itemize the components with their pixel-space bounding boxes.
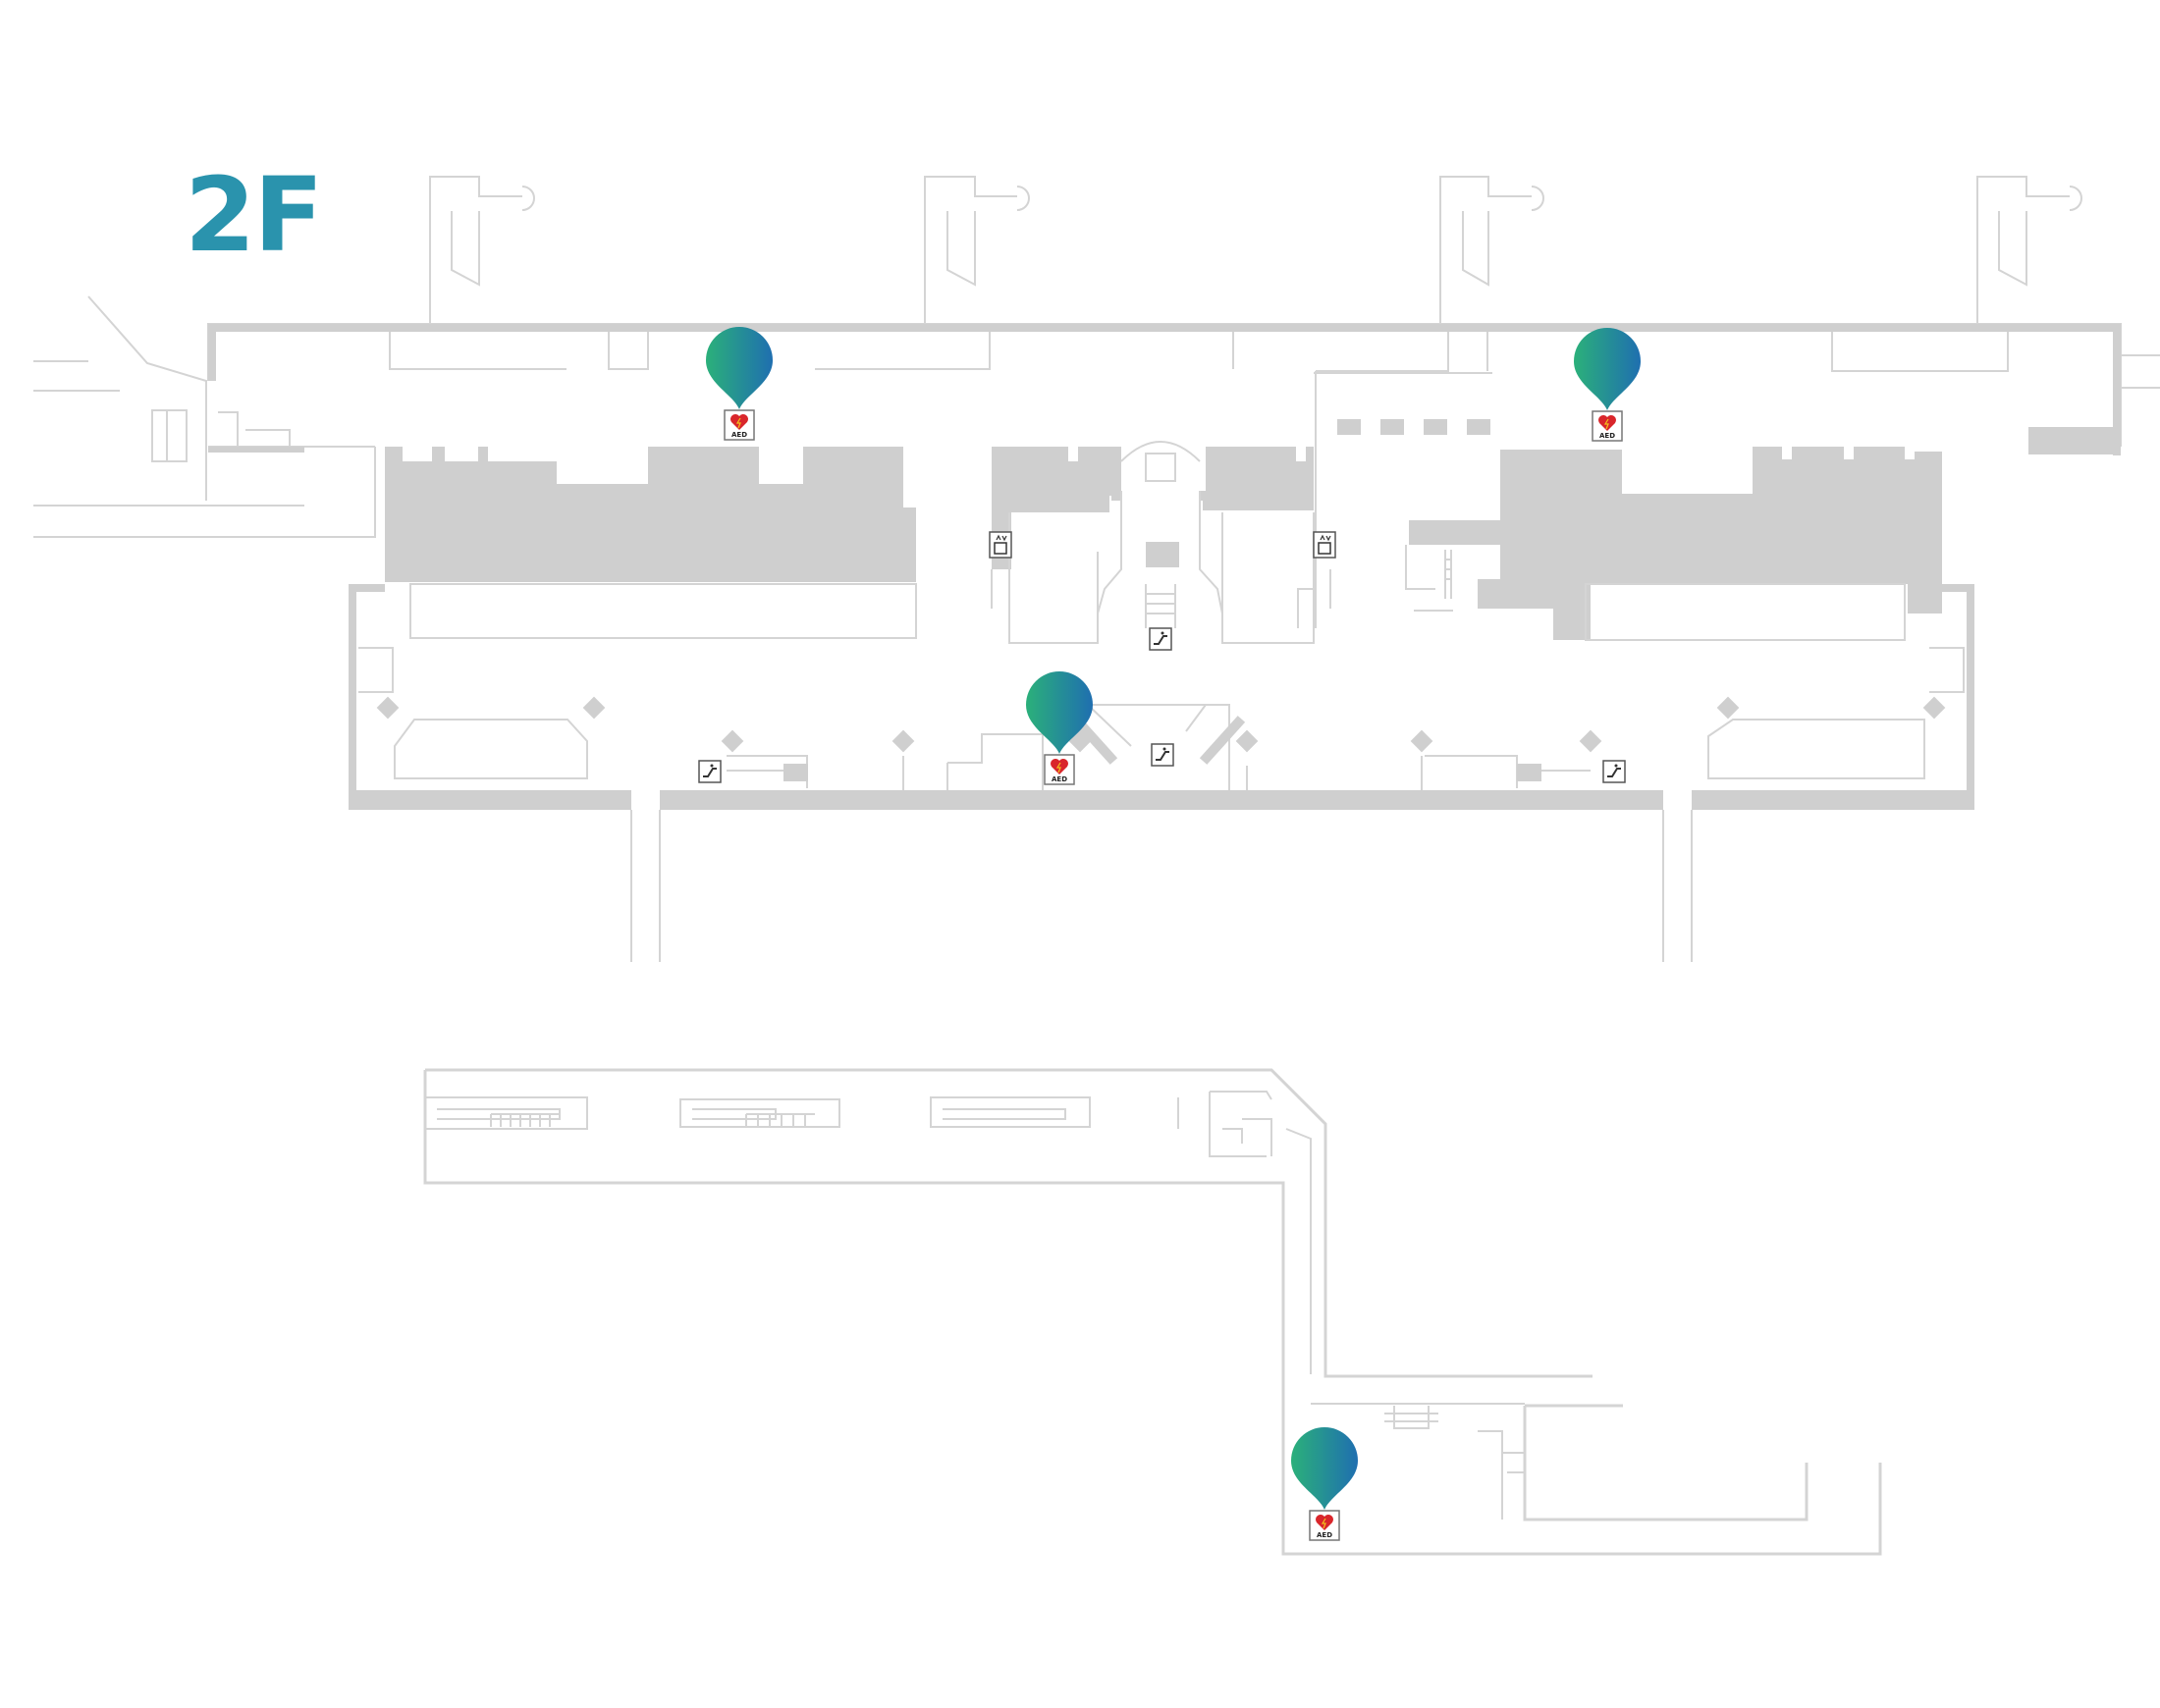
lightning-icon [1055,762,1061,774]
aed-markers: AED AED AED AED [706,327,1641,1541]
aed-marker[interactable]: AED [1574,328,1641,442]
aed-marker[interactable]: AED [1291,1427,1358,1541]
map-pin-icon [706,327,773,409]
aed-label: AED [1317,1531,1332,1539]
lightning-icon [1603,418,1609,430]
aed-sign [724,409,755,441]
map-pin-icon [1291,1427,1358,1510]
aed-label: AED [731,431,747,439]
escalator-icon[interactable] [1602,760,1626,783]
escalator-icon[interactable] [1149,627,1172,651]
floor-label: 2F [185,155,321,275]
map-pin-icon [1574,328,1641,410]
pillars [376,696,1946,781]
escalator-icon[interactable] [1151,743,1174,767]
lower-building-outline [423,1068,1882,1556]
elevator-icon[interactable] [1313,531,1336,559]
upper-terminal-walls [208,324,2121,810]
aed-marker[interactable]: AED [706,327,773,441]
lower-building-interior [425,1091,1526,1520]
lightning-icon [735,417,741,429]
aed-heart-icon [730,414,748,430]
escalator-icon[interactable] [698,760,722,783]
elevator-icon[interactable] [989,531,1012,559]
lightning-icon [1321,1518,1326,1529]
aed-heart-icon [1051,759,1068,774]
aed-marker[interactable]: AED [1026,671,1093,785]
map-pin-icon [1026,671,1093,754]
aed-heart-icon [1598,415,1616,431]
facility-icons [698,531,1626,783]
aed-heart-icon [1316,1515,1333,1530]
upper-terminal-interior [358,441,1965,962]
aed-label: AED [1052,775,1067,783]
aed-label: AED [1599,432,1615,440]
